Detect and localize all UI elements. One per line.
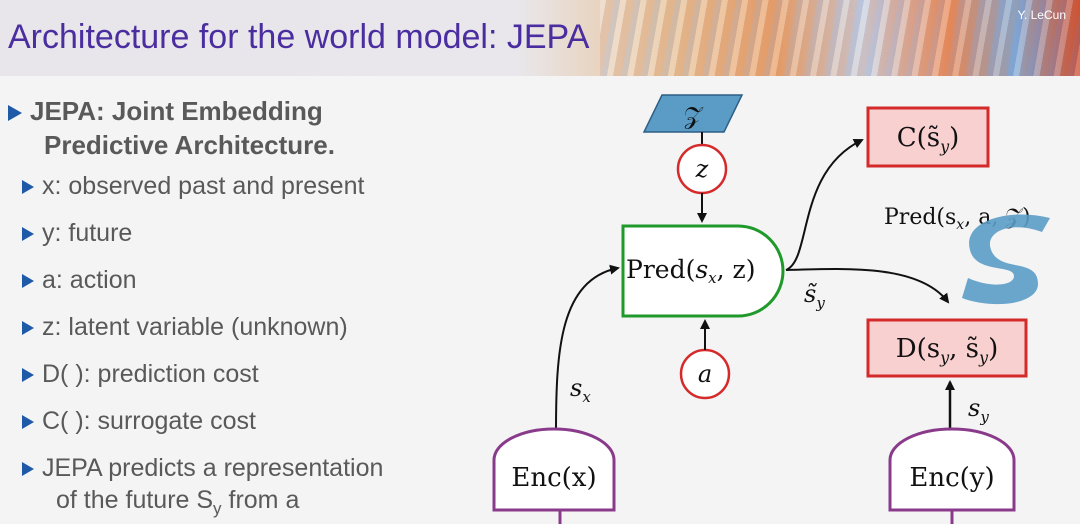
bullet-triangle-icon bbox=[22, 227, 34, 242]
bullet-item: C( ): surrogate cost bbox=[22, 407, 256, 436]
bullet-item: JEPA predicts a representation bbox=[22, 454, 383, 483]
prediction-cost-label: D(sy, s̃y) bbox=[896, 334, 998, 367]
predictor-label: Pred(sx, z) bbox=[626, 255, 755, 287]
encoder-y-node: Enc(y) bbox=[888, 427, 1016, 512]
enc-x-to-pred-arrow bbox=[555, 264, 620, 433]
z-node: z bbox=[676, 143, 728, 195]
bullet-item: x: observed past and present bbox=[22, 172, 364, 201]
encoder-x-label: Enc(x) bbox=[511, 463, 596, 493]
surrogate-cost-node: C(s̃y) bbox=[866, 106, 990, 168]
header-decoration bbox=[600, 0, 1080, 76]
jepa-diagram: 𝒵 z Pred(sx, z) a C(s̃y) Pred(sx, a, 𝒵) … bbox=[492, 94, 1050, 524]
pred-to-cost-c-arrow bbox=[785, 139, 864, 271]
bullet-triangle-icon bbox=[22, 180, 34, 195]
s-tilde-y-label: s̃y bbox=[804, 280, 825, 312]
bullet-triangle-icon bbox=[8, 105, 22, 122]
sx-label: sx bbox=[570, 374, 591, 406]
latent-set-label: 𝒵 bbox=[684, 102, 704, 130]
bullet-item: a: action bbox=[22, 266, 137, 295]
predictor-node: Pred(sx, z) bbox=[621, 224, 785, 318]
bullet-item: D( ): prediction cost bbox=[22, 360, 259, 389]
bullet-triangle-icon bbox=[22, 274, 34, 289]
encoder-y-label: Enc(y) bbox=[909, 463, 994, 493]
slide-title: Architecture for the world model: JEPA bbox=[8, 18, 590, 56]
bullet-item: z: latent variable (unknown) bbox=[22, 313, 348, 342]
encoder-x-node: Enc(x) bbox=[492, 427, 616, 512]
bullet-item-cont: of the future Sy from a bbox=[56, 486, 300, 518]
action-node-label: a bbox=[698, 360, 712, 388]
surrogate-cost-label: C(s̃y) bbox=[897, 123, 960, 156]
pred-to-cost-d-arrow bbox=[785, 267, 950, 304]
bullet-triangle-icon bbox=[22, 321, 34, 336]
bullet-triangle-icon bbox=[22, 415, 34, 430]
author-label: Y. LeCun bbox=[1017, 8, 1067, 22]
bullet-main: JEPA: Joint Embedding bbox=[8, 96, 323, 127]
slide-header: Architecture for the world model: JEPA Y… bbox=[0, 0, 1080, 76]
bullet-triangle-icon bbox=[22, 462, 34, 477]
action-node: a bbox=[679, 348, 731, 400]
sy-label: sy bbox=[968, 394, 989, 426]
set-s-icon bbox=[962, 214, 1050, 305]
bullet-main-line1: JEPA: Joint Embedding bbox=[30, 96, 323, 126]
bullet-item: y: future bbox=[22, 219, 132, 248]
z-node-label: z bbox=[695, 155, 709, 183]
bullet-main-cont: Predictive Architecture. bbox=[44, 130, 335, 160]
bullet-triangle-icon bbox=[22, 368, 34, 383]
prediction-cost-node: D(sy, s̃y) bbox=[866, 318, 1028, 378]
latent-set-node: 𝒵 bbox=[642, 94, 744, 133]
